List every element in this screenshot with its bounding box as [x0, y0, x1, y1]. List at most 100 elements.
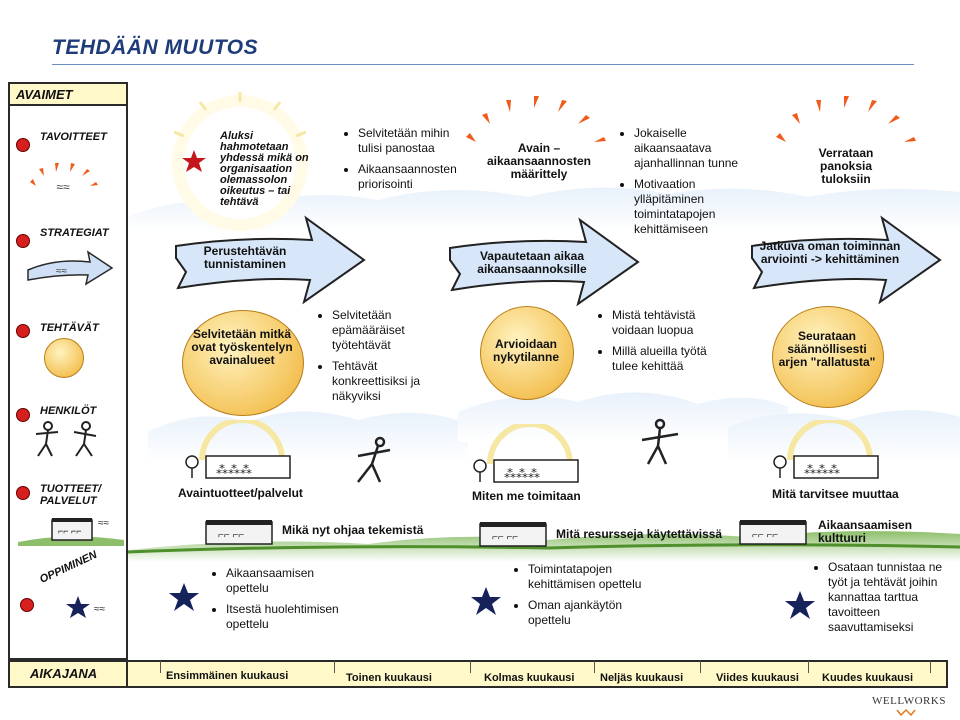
cloud-band [458, 392, 788, 442]
star-icon: ≈≈ [66, 596, 105, 618]
learning-bullets-1: Aikaansaamisen opettelu Itsestä huolehti… [212, 566, 342, 638]
strategy-arrow-1 [175, 215, 366, 305]
person-figure [357, 436, 391, 483]
timeline-label-cell [8, 660, 128, 688]
task-bullet: Millä alueilla työtä tulee kehittää [612, 344, 728, 374]
people-caption-2: Miten me toimitaan [472, 489, 581, 503]
building-1: ⌐⌐ ⌐⌐ [205, 520, 273, 545]
legend-item-products: TUOTTEET/ PALVELUT [40, 483, 102, 507]
goal-text-1: Aluksi hahmotetaan yhdessä mikä on organ… [220, 130, 309, 208]
strategy-label-1: Perustehtävän tunnistaminen [203, 244, 287, 271]
task-text-2: Arvioidaan nykytilanne [492, 337, 560, 364]
arrow-icon: ≈≈ [27, 250, 114, 286]
learning-bullet: Oman ajankäytön opettelu [528, 598, 644, 628]
svg-text:≈≈: ≈≈ [94, 604, 105, 615]
svg-text:≈≈: ≈≈ [98, 518, 109, 529]
timeline-tick [700, 661, 701, 673]
title-underline [52, 64, 914, 65]
wellworks-logo: WELLWORKS [872, 695, 946, 707]
svg-text:⌐⌐ ⌐⌐: ⌐⌐ ⌐⌐ [752, 530, 778, 541]
legend-item-people: HENKILÖT [40, 405, 97, 417]
building-icon: ⌐⌐ ⌐⌐ ≈≈ [18, 518, 124, 546]
learning-bullet: Osataan tunnistaa ne työt ja tehtävät jo… [828, 560, 948, 635]
people-icon [35, 421, 97, 457]
building-3: ⌐⌐ ⌐⌐ [739, 520, 807, 545]
team-scene-3: ⁂⁂⁂ [773, 420, 879, 479]
bullet-dot-icon [16, 234, 30, 248]
page-title: TEHDÄÄN MUUTOS [52, 36, 259, 59]
timeline-month-2: Toinen kuukausi [346, 672, 432, 684]
logo-mark-icon [896, 708, 916, 716]
legend-item-strategies: STRATEGIAT [40, 227, 109, 239]
star-icon [169, 583, 199, 611]
legend-item-goals: TAVOITTEET [40, 131, 107, 143]
task-circle-1 [182, 310, 304, 416]
learning-bullet: Itsestä huolehtimisen opettelu [226, 602, 342, 632]
strategy-label-3: Jatkuva oman toiminnan arviointi -> kehi… [759, 239, 901, 266]
team-scene-1: ⁂⁂⁂ [185, 420, 291, 479]
task-circle-3 [772, 306, 884, 408]
timeline-tick [594, 661, 595, 673]
timeline-tick [160, 661, 161, 673]
bullet-dot-icon [20, 598, 34, 612]
star-icon [785, 591, 815, 619]
timeline-tick [808, 661, 809, 673]
svg-text:⁂⁂⁂: ⁂⁂⁂ [504, 467, 540, 481]
svg-text:≈≈: ≈≈ [56, 180, 70, 194]
timeline-bar [8, 660, 948, 688]
svg-text:⁂⁂⁂: ⁂⁂⁂ [804, 463, 840, 477]
hill-ridge [128, 543, 960, 554]
learning-bullet: Aikaansaamisen opettelu [226, 566, 342, 596]
task-text-1: Selvitetään mitkä ovat työskentelyn avai… [191, 327, 293, 367]
strategy-arrow-2 [449, 217, 640, 307]
goal-bullet: Selvitetään mihin tulisi panostaa [358, 126, 462, 156]
task-bullet: Mistä tehtävistä voidaan luopua [612, 308, 728, 338]
timeline-month-6: Kuudes kuukausi [822, 672, 914, 684]
strategy-label-2: Vapautetaan aikaa aikaansaannoksille [477, 249, 587, 276]
legend-panel [8, 82, 128, 660]
timeline-month-5: Viides kuukausi [716, 672, 799, 684]
bullet-dot-icon [16, 138, 30, 152]
timeline-month-3: Kolmas kuukausi [484, 672, 575, 684]
people-caption-3: Mitä tarvitsee muuttaa [772, 487, 899, 501]
star-icon [471, 587, 501, 615]
legend-item-tasks: TEHTÄVÄT [40, 322, 99, 334]
building-2: ⌐⌐ ⌐⌐ [479, 522, 547, 547]
goal-sun-1 [172, 92, 308, 231]
bullet-dot-icon [16, 486, 30, 500]
timeline-month-1: Ensimmäinen kuukausi [166, 670, 289, 682]
timeline-label: AIKAJANA [30, 666, 98, 681]
strategy-arrow-3 [751, 215, 942, 305]
learning-bullets-2: Toimintatapojen kehittämisen opettelu Om… [514, 562, 644, 634]
task-circle-2 [480, 306, 574, 400]
goal-bullets-1: Selvitetään mihin tulisi panostaa Aikaan… [344, 126, 462, 198]
goal-bullet: Aikaansaannosten priorisointi [358, 162, 462, 192]
svg-text:⌐⌐ ⌐⌐: ⌐⌐ ⌐⌐ [58, 526, 82, 536]
svg-text:⌐⌐ ⌐⌐: ⌐⌐ ⌐⌐ [492, 532, 518, 543]
goal-bullet: Motivaation ylläpitäminen toimintatapoje… [634, 177, 760, 237]
svg-text:≈≈: ≈≈ [56, 266, 67, 277]
timeline-tick [470, 661, 471, 673]
people-caption-1: Avaintuotteet/palvelut [178, 486, 303, 500]
product-label-2: Mitä resursseja käytettävissä [556, 527, 723, 541]
goal-text-2: Avain – aikaansaannosten määrittely [486, 141, 592, 181]
svg-text:⌐⌐ ⌐⌐: ⌐⌐ ⌐⌐ [218, 530, 244, 541]
timeline-tick [334, 661, 335, 673]
goal-rays-2 [466, 96, 606, 142]
task-text-3: Seurataan säännöllisesti arjen "rallatus… [778, 329, 876, 369]
svg-text:⁂⁂⁂: ⁂⁂⁂ [216, 463, 252, 477]
timeline-tick [930, 661, 931, 673]
bullet-dot-icon [16, 324, 30, 338]
person-figure [641, 418, 679, 465]
task-bullets-1: Selvitetään epämääräiset työtehtävät Teh… [318, 308, 446, 410]
sun-rays-icon: ≈≈ [30, 163, 98, 194]
goal-rays-3 [776, 96, 916, 142]
team-scene-2: ⁂⁂⁂ [473, 424, 579, 483]
goal-text-3: Verrataan panoksia tuloksiin [818, 146, 874, 186]
task-bullet: Selvitetään epämääräiset työtehtävät [332, 308, 446, 353]
product-label-1: Mikä nyt ohjaa tekemistä [282, 523, 424, 537]
cloud-band [128, 187, 960, 232]
learning-bullets-3: Osataan tunnistaa ne työt ja tehtävät jo… [814, 560, 948, 641]
cloud-band [728, 410, 960, 462]
product-label-3: Aikaansaamisen kulttuuri [818, 518, 913, 545]
